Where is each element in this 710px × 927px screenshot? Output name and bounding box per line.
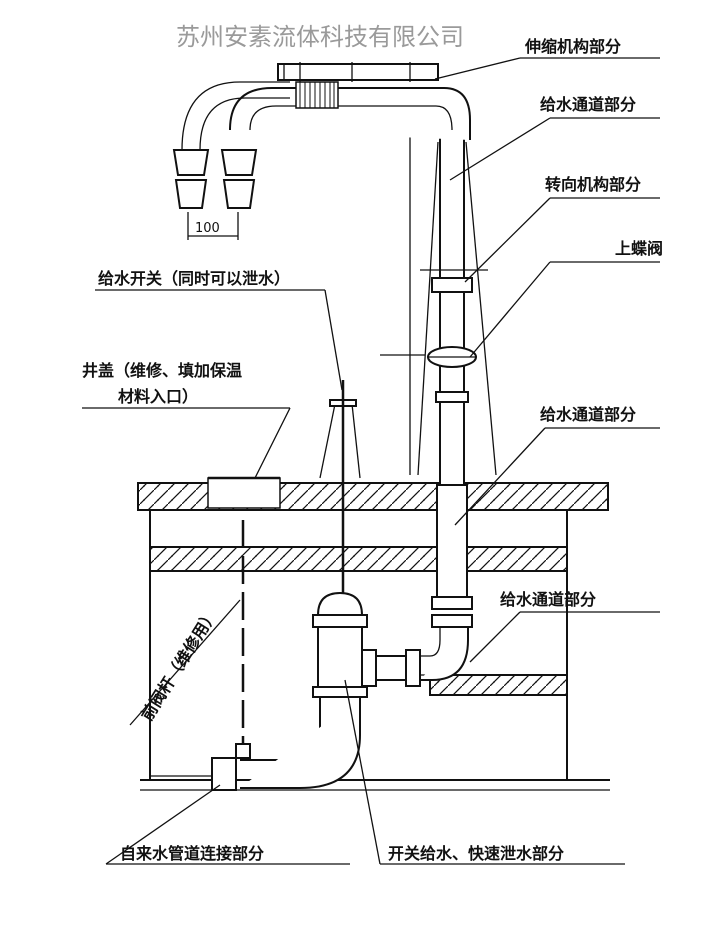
ground-slab — [137, 476, 609, 511]
switch-valve-body — [240, 591, 368, 789]
label-steering: 转向机构部分 — [545, 175, 641, 194]
label-switch-quick-drain: 开关给水、快速泄水部分 — [388, 844, 564, 863]
horizontal-connector — [361, 627, 469, 687]
riser-pipe — [427, 129, 477, 628]
label-water-channel-3: 给水通道部分 — [500, 590, 596, 609]
label-water-channel-1: 给水通道部分 — [540, 95, 636, 114]
label-well-cover-line2: 材料入口） — [118, 387, 198, 406]
label-water-switch: 给水开关（同时可以泄水） — [98, 269, 290, 288]
telescopic-rail — [277, 63, 439, 81]
leader-lines — [82, 57, 660, 865]
nozzle-right — [220, 149, 258, 209]
steering-collar — [431, 277, 473, 293]
pipe-support-slab — [429, 674, 568, 696]
telescopic-bellows — [295, 81, 339, 109]
well-cover — [207, 477, 281, 509]
label-upper-butterfly-valve: 上蝶阀 — [615, 239, 663, 258]
top-arm — [181, 62, 471, 151]
watermark-text: 苏州安素流体科技有限公司 — [176, 23, 464, 51]
water-switch-stand — [319, 380, 361, 600]
nozzle-left — [172, 149, 210, 209]
label-water-channel-2: 给水通道部分 — [540, 405, 636, 424]
tap-water-connection — [150, 520, 251, 791]
label-tap-water-connection: 自来水管道连接部分 — [120, 844, 264, 863]
support-stand — [380, 92, 497, 476]
label-well-cover-line1: 井盖（维修、填加保温 — [82, 361, 242, 380]
label-telescopic: 伸缩机构部分 — [524, 37, 621, 56]
dimension-label: 100 — [195, 221, 220, 236]
dimension-marker: 100 — [187, 212, 239, 240]
intermediate-slab — [149, 546, 568, 572]
